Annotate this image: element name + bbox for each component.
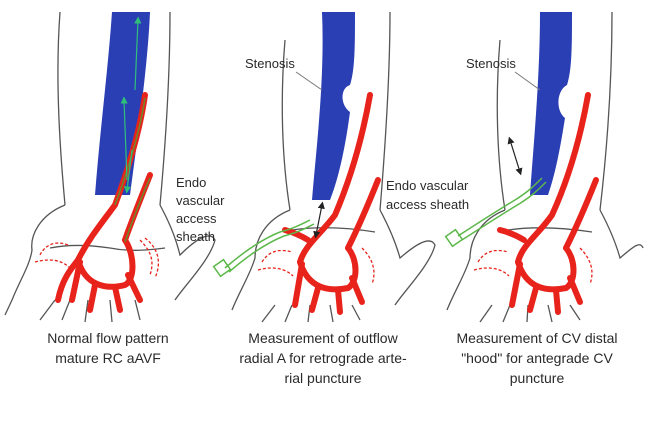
panel-1-hand: Endo vascular access sheath [5, 12, 225, 322]
palmar-arches-dashed [35, 238, 158, 278]
caption-line: puncture [432, 368, 642, 388]
vein [530, 12, 572, 195]
stenosis-pointer [296, 72, 322, 90]
sheath-label-2: vascular [176, 193, 225, 208]
stenosis-label: Stenosis [245, 56, 295, 71]
caption-line: mature RC aAVF [3, 348, 213, 368]
stenosis-label: Stenosis [466, 56, 516, 71]
caption-line: Measurement of outflow [218, 328, 428, 348]
measurement-arrow [510, 140, 520, 172]
panel-3-hand: Stenosis [446, 12, 643, 322]
caption-panel-3: Measurement of CV distal "hood" for ante… [432, 328, 642, 388]
caption-line: Normal flow pattern [3, 328, 213, 348]
sheath-label-1: Endo [176, 175, 206, 190]
sheath-label-1: Endo vascular [386, 178, 469, 193]
panel-2-hand: Stenosis Endo vascular access sheath [214, 12, 469, 322]
sheath-label-3: access [176, 211, 217, 226]
caption-panel-2: Measurement of outflow radial A for retr… [218, 328, 428, 388]
caption-line: rial puncture [218, 368, 428, 388]
stenosis-pointer [515, 72, 540, 90]
sheath-label-4: sheath [176, 229, 215, 244]
sheath-label-2: access sheath [386, 197, 469, 212]
caption-line: Measurement of CV distal [432, 328, 642, 348]
caption-line: radial A for retrograde arte- [218, 348, 428, 368]
caption-panel-1: Normal flow pattern mature RC aAVF [3, 328, 213, 368]
caption-line: "hood" for antegrade CV [432, 348, 642, 368]
